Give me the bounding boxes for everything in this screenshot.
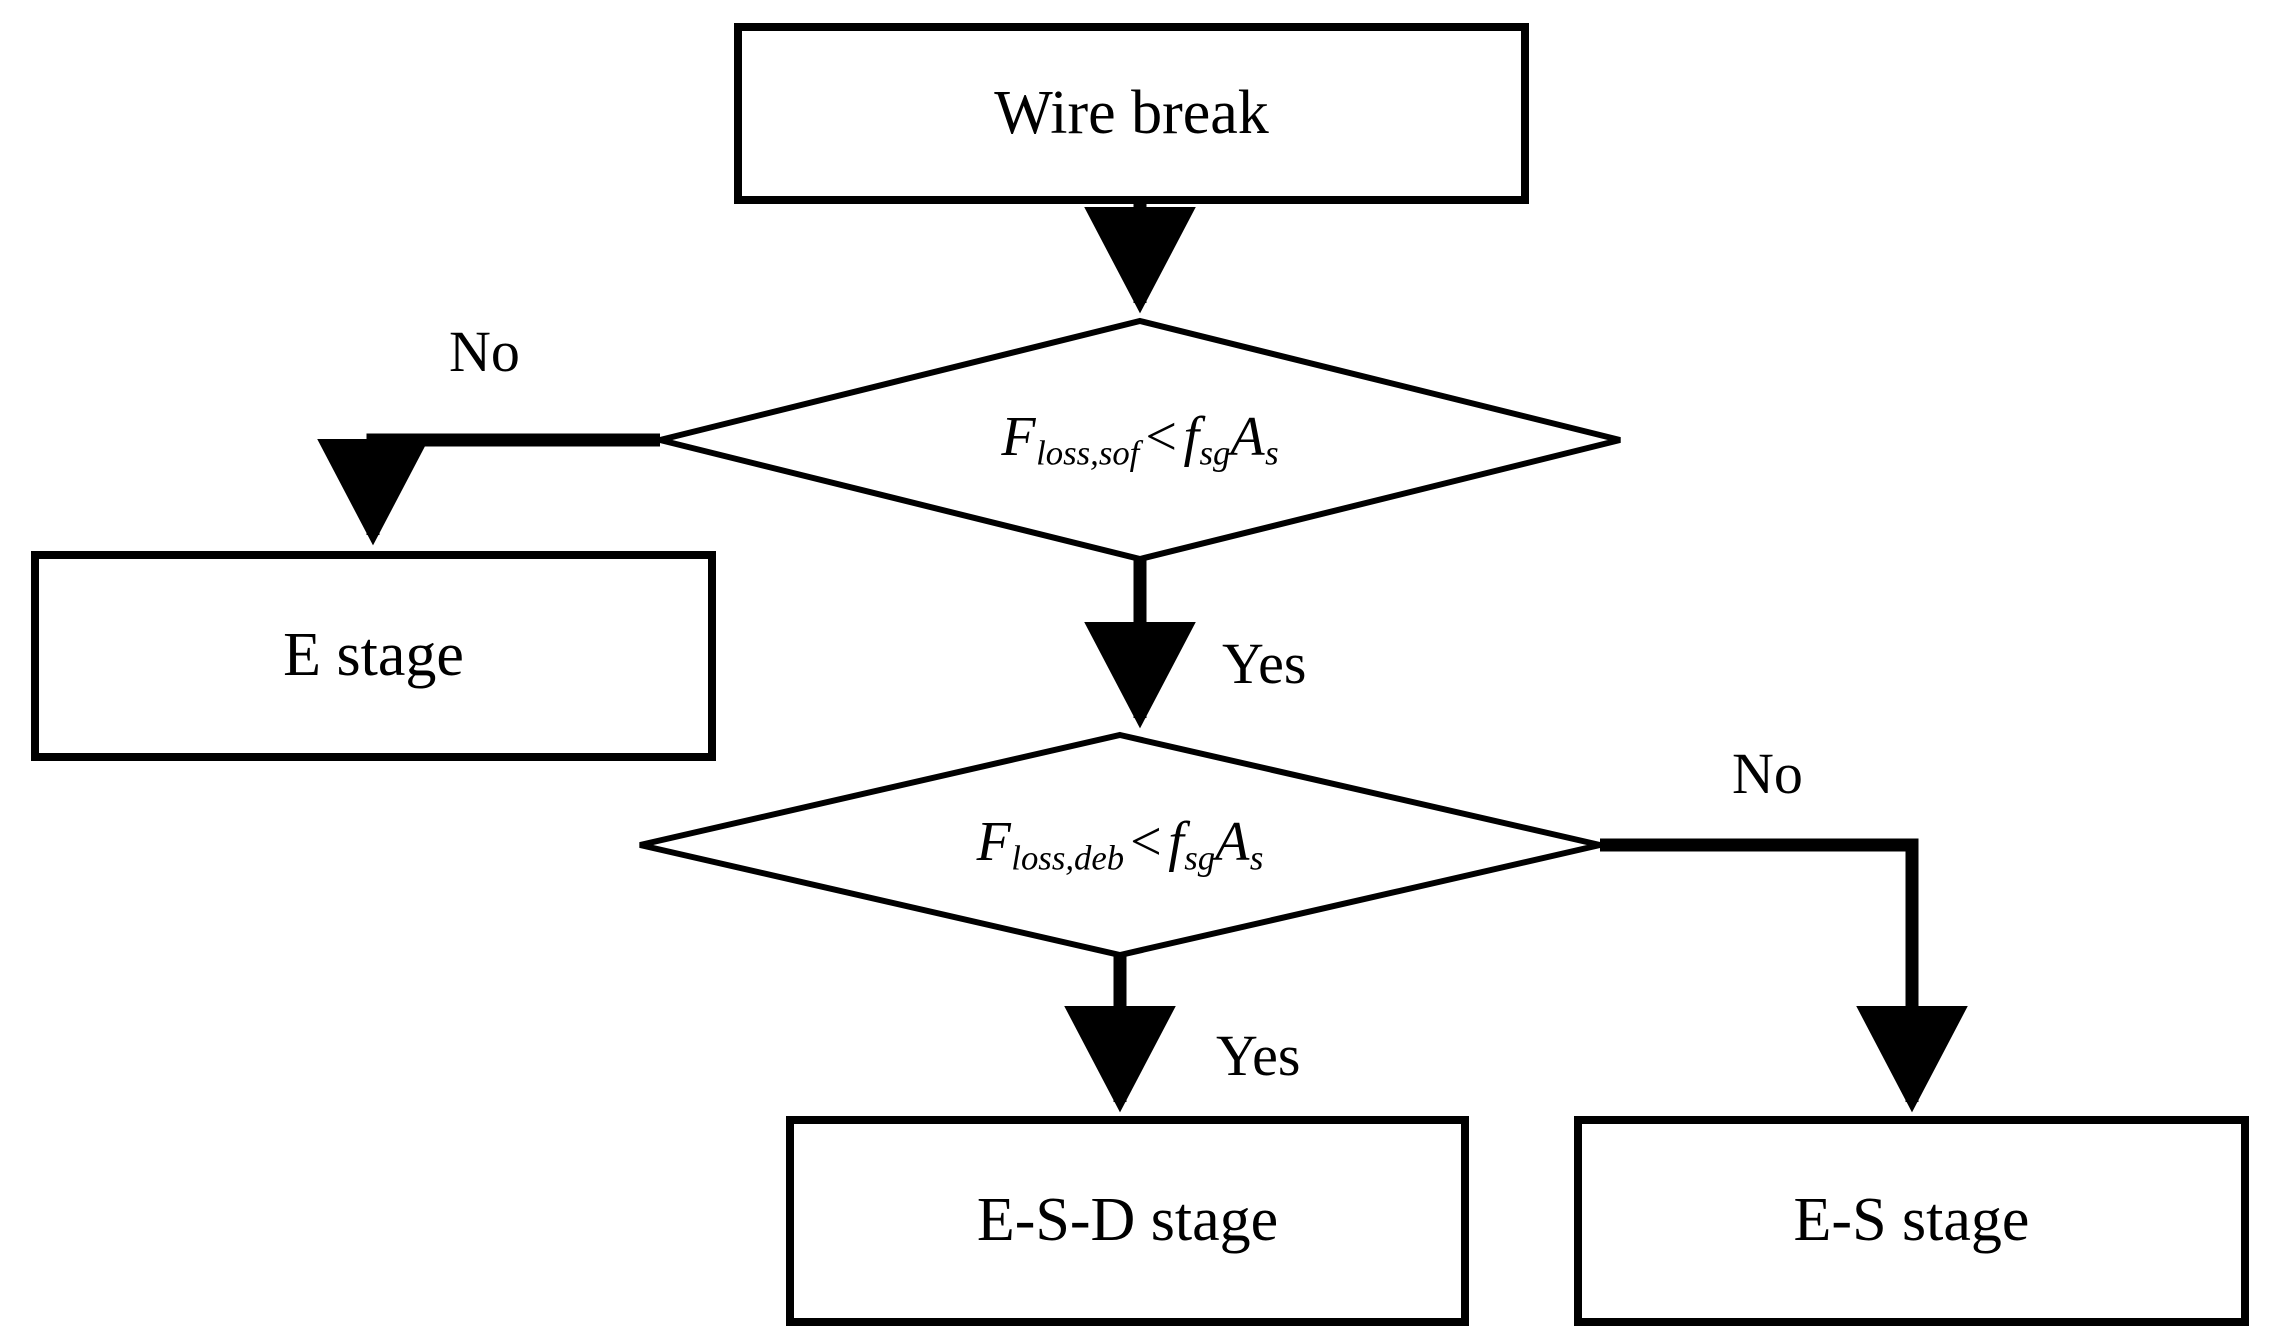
node-wire-break[interactable] — [738, 27, 1525, 200]
node-es-stage[interactable] — [1578, 1120, 2245, 1322]
node-esd-stage-shape — [786, 1116, 1469, 1326]
edge-decision-sof-to-e-stage — [317, 433, 660, 546]
node-decision-sof[interactable] — [660, 321, 1620, 559]
node-wire-break-shape — [734, 23, 1529, 204]
edge-decision-deb-to-es-stage — [1600, 838, 1968, 1113]
node-decision-deb[interactable] — [640, 735, 1600, 955]
node-e-stage[interactable] — [35, 555, 712, 757]
node-esd-stage[interactable] — [790, 1120, 1465, 1322]
node-e-stage-shape — [31, 551, 716, 761]
node-es-stage-shape — [1574, 1116, 2249, 1326]
